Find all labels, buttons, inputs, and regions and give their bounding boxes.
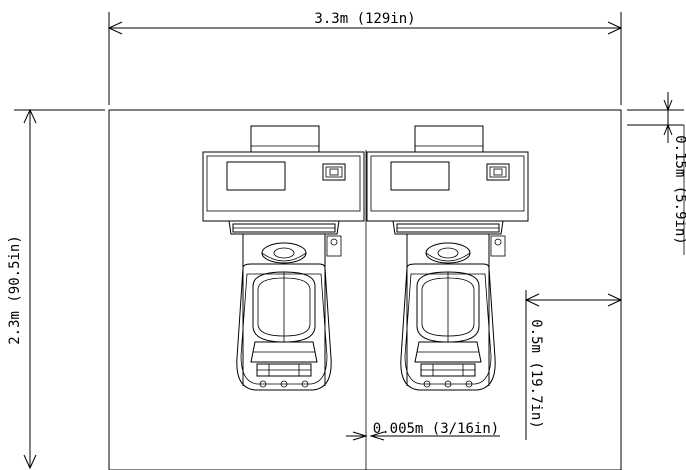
cabinet-left — [202, 125, 365, 391]
cabinet-right — [366, 125, 529, 391]
gap-dimension — [346, 431, 500, 441]
side-clearance-label: 0.5m (19.7in) — [528, 319, 544, 429]
depth-dimension — [14, 108, 105, 470]
top-clearance-dimension — [627, 92, 685, 255]
depth-label: 2.3m (90.5in) — [7, 235, 23, 345]
gap-label: 0.005m (3/16in) — [373, 421, 499, 437]
top-clearance-label: 0.15m (5.9in) — [672, 135, 686, 245]
side-clearance-dimension — [524, 290, 623, 440]
width-label: 3.3m (129in) — [314, 11, 415, 27]
width-dimension — [107, 12, 623, 105]
floor-area-outline — [108, 109, 622, 470]
